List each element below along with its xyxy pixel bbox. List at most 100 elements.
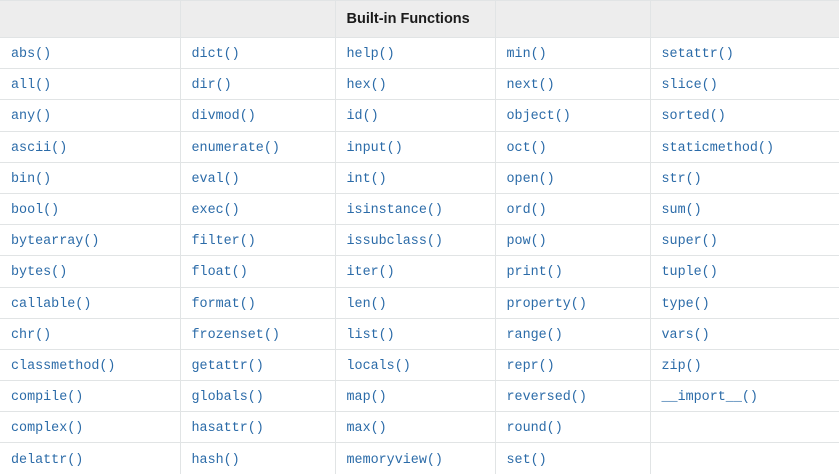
function-link[interactable]: dict() <box>191 47 240 63</box>
table-cell: hasattr() <box>180 411 336 444</box>
table-cell: iter() <box>335 255 496 288</box>
function-link[interactable]: compile() <box>11 390 84 406</box>
function-link[interactable]: min() <box>506 47 547 63</box>
function-link[interactable]: any() <box>11 109 52 125</box>
table-cell: input() <box>335 131 496 163</box>
table-cell: float() <box>180 255 336 288</box>
function-link[interactable]: eval() <box>191 171 240 187</box>
function-link[interactable]: float() <box>191 265 248 281</box>
table-cell: bytes() <box>0 255 181 288</box>
function-link[interactable]: bin() <box>11 171 52 187</box>
function-link[interactable]: len() <box>346 296 387 312</box>
function-link[interactable]: type() <box>661 296 710 312</box>
function-link[interactable]: locals() <box>346 358 411 374</box>
function-link[interactable]: open() <box>506 171 555 187</box>
table-cell: help() <box>335 37 496 70</box>
function-link[interactable]: getattr() <box>191 358 264 374</box>
table-row: ascii() enumerate() input() oct() staticmeth… <box>0 131 839 163</box>
table-cell: range() <box>495 318 651 350</box>
function-link[interactable]: tuple() <box>661 265 718 281</box>
table-cell: bytearray() <box>0 224 181 257</box>
function-link[interactable]: round() <box>506 421 563 437</box>
function-link[interactable]: setattr() <box>661 47 734 63</box>
function-link[interactable]: issubclass() <box>346 234 443 250</box>
function-link[interactable]: next() <box>506 78 555 94</box>
function-link[interactable]: __import__() <box>661 390 758 406</box>
function-link[interactable]: sum() <box>661 203 702 219</box>
table-cell <box>650 411 839 444</box>
function-link[interactable]: staticmethod() <box>661 140 775 156</box>
function-link[interactable]: set() <box>506 452 547 468</box>
table-cell: ascii() <box>0 131 181 163</box>
function-link[interactable]: bool() <box>11 203 60 219</box>
function-link[interactable]: format() <box>191 296 256 312</box>
function-link[interactable]: filter() <box>191 234 256 250</box>
function-link[interactable]: zip() <box>661 358 702 374</box>
function-link[interactable]: int() <box>346 171 387 187</box>
function-link[interactable]: reversed() <box>506 390 587 406</box>
function-link[interactable]: abs() <box>11 47 52 63</box>
function-link[interactable]: chr() <box>11 327 52 343</box>
table-cell: max() <box>335 411 496 444</box>
table-cell: filter() <box>180 224 336 257</box>
function-link[interactable]: isinstance() <box>346 203 443 219</box>
table-cell: ord() <box>495 193 651 226</box>
function-link[interactable]: super() <box>661 234 718 250</box>
function-link[interactable]: ord() <box>506 203 547 219</box>
function-link[interactable]: globals() <box>191 390 264 406</box>
table-cell: dict() <box>180 37 336 70</box>
function-link[interactable]: vars() <box>661 327 710 343</box>
function-link[interactable]: iter() <box>346 265 395 281</box>
table-row: bin() eval() int() open() str() <box>0 162 839 194</box>
table-cell: setattr() <box>650 37 839 70</box>
function-link[interactable]: print() <box>506 265 563 281</box>
function-link[interactable]: object() <box>506 109 571 125</box>
table-cell: enumerate() <box>180 131 336 163</box>
column-header-2 <box>180 0 336 38</box>
function-link[interactable]: hash() <box>191 452 240 468</box>
function-link[interactable]: dir() <box>191 78 232 94</box>
column-header-1 <box>0 0 181 38</box>
function-link[interactable]: frozenset() <box>191 327 280 343</box>
function-link[interactable]: list() <box>346 327 395 343</box>
function-link[interactable]: bytes() <box>11 265 68 281</box>
table-cell: vars() <box>650 318 839 350</box>
function-link[interactable]: map() <box>346 390 387 406</box>
function-link[interactable]: hex() <box>346 78 387 94</box>
function-link[interactable]: help() <box>346 47 395 63</box>
function-link[interactable]: callable() <box>11 296 92 312</box>
function-link[interactable]: classmethod() <box>11 358 116 374</box>
function-link[interactable]: complex() <box>11 421 84 437</box>
function-link[interactable]: property() <box>506 296 587 312</box>
function-link[interactable]: divmod() <box>191 109 256 125</box>
function-link[interactable]: memoryview() <box>346 452 443 468</box>
function-link[interactable]: pow() <box>506 234 547 250</box>
function-link[interactable]: ascii() <box>11 140 68 156</box>
table-cell: property() <box>495 287 651 319</box>
table-cell: format() <box>180 287 336 319</box>
table-cell: object() <box>495 99 651 132</box>
table-row: classmethod() getattr() locals() repr() zip(… <box>0 349 839 382</box>
function-link[interactable]: id() <box>346 109 379 125</box>
table-cell: map() <box>335 380 496 413</box>
function-link[interactable]: all() <box>11 78 52 94</box>
function-link[interactable]: hasattr() <box>191 421 264 437</box>
table-cell: classmethod() <box>0 349 181 382</box>
function-link[interactable]: range() <box>506 327 563 343</box>
table-body: abs() dict() help() min() setattr() all() dir(… <box>0 37 839 474</box>
table-row: any() divmod() id() object() sorted() <box>0 99 839 132</box>
function-link[interactable]: slice() <box>661 78 718 94</box>
table-cell: bool() <box>0 193 181 226</box>
function-link[interactable]: max() <box>346 421 387 437</box>
function-link[interactable]: input() <box>346 140 403 156</box>
function-link[interactable]: exec() <box>191 203 240 219</box>
function-link[interactable]: delattr() <box>11 452 84 468</box>
table-cell: divmod() <box>180 99 336 132</box>
function-link[interactable]: repr() <box>506 358 555 374</box>
function-link[interactable]: oct() <box>506 140 547 156</box>
function-link[interactable]: str() <box>661 171 702 187</box>
function-link[interactable]: bytearray() <box>11 234 100 250</box>
function-link[interactable]: enumerate() <box>191 140 280 156</box>
table-cell: globals() <box>180 380 336 413</box>
function-link[interactable]: sorted() <box>661 109 726 125</box>
